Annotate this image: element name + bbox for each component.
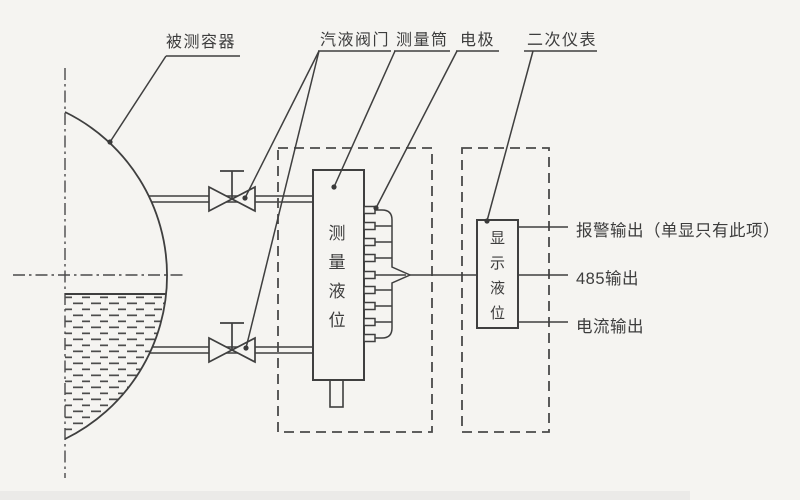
drain-stem	[329, 379, 344, 408]
callout-secondary-instrument: 二次仪表	[527, 32, 598, 49]
measuring-cylinder-label: 测量液位	[328, 224, 346, 330]
output-current-label: 电流输出	[576, 318, 644, 336]
dashed-enclosures	[277, 147, 550, 433]
electrode-collector	[375, 209, 412, 339]
vessel-arc	[64, 111, 168, 440]
instrument-enclosure	[461, 147, 550, 433]
display-unit-box	[476, 219, 519, 329]
leader-dots	[107, 139, 490, 351]
leader-lines	[109, 50, 534, 349]
callout-electrode: 电极	[460, 32, 496, 49]
transmitter-enclosure	[277, 147, 433, 433]
electrodes	[363, 205, 376, 343]
output-485-label: 485输出	[576, 270, 640, 288]
output-alarm-label: 报警输出（单显只有此项）	[576, 222, 780, 240]
display-unit-label: 显示液位	[489, 230, 505, 322]
callout-vessel: 被测容器	[166, 34, 237, 51]
callout-underlines	[166, 50, 597, 57]
valve-lower	[208, 322, 256, 364]
callout-valves: 汽液阀门	[320, 32, 391, 49]
scan-artifact-strip	[0, 491, 690, 500]
output-lines	[518, 226, 568, 323]
liquid-hatch	[65, 294, 166, 439]
callout-measuring-tube: 测量筒	[396, 32, 449, 49]
